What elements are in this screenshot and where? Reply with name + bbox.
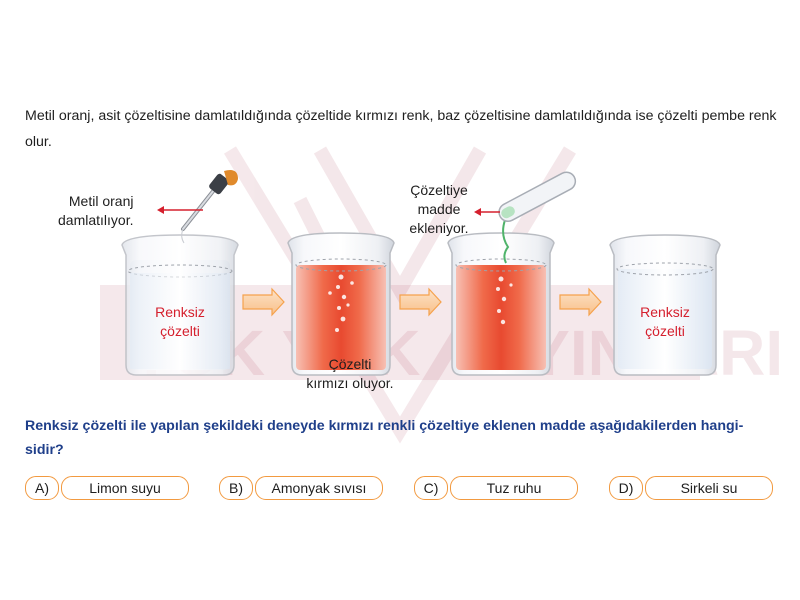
label-added-line-3: ekleniyor.: [409, 220, 469, 236]
option-d-letter[interactable]: D): [609, 476, 643, 500]
figure-drawing: [121, 170, 721, 376]
beaker-1: [121, 234, 239, 376]
option-c-letter[interactable]: C): [414, 476, 448, 500]
flow-arrow-2: [399, 287, 442, 317]
option-a-text[interactable]: Limon suyu: [61, 476, 189, 500]
option-b-text[interactable]: Amonyak sıvısı: [255, 476, 383, 500]
answer-options: A) Limon suyu B) Amonyak sıvısı C) Tuz r…: [25, 476, 785, 500]
beaker-1-text: Renksiz çözelti: [140, 303, 220, 341]
label-added-line-1: Çözeltiye: [410, 182, 468, 198]
label-dropper: Metil oranj damlatılıyor.: [58, 192, 133, 230]
beaker-4-text-line-1: Renksiz: [640, 304, 690, 320]
option-c-text[interactable]: Tuz ruhu: [450, 476, 578, 500]
label-red-line-1: Çözelti: [328, 356, 372, 372]
test-tube-icon: [498, 171, 577, 222]
label-dropper-line-1: Metil oranj: [68, 193, 134, 209]
label-red: Çözelti kırmızı oluyor.: [290, 355, 410, 393]
beaker-4-text-line-2: çözelti: [645, 323, 685, 339]
option-b-letter[interactable]: B): [219, 476, 253, 500]
label-added: Çözeltiye madde ekleniyor.: [405, 181, 473, 238]
beaker-4: [609, 234, 721, 376]
beaker-1-text-line-1: Renksiz: [155, 304, 205, 320]
beaker-4-text: Renksiz çözelti: [625, 303, 705, 341]
beaker-1-text-line-2: çözelti: [160, 323, 200, 339]
experiment-figure: Metil oranj damlatılıyor. Çözeltiye madd…: [0, 165, 800, 405]
flow-arrow-3: [559, 287, 602, 317]
beaker-2: [287, 232, 395, 376]
option-d-text[interactable]: Sirkeli su: [645, 476, 773, 500]
flow-arrow-1: [242, 287, 285, 317]
question-text: Renksiz çözelti ile yapılan şekildeki de…: [25, 418, 744, 458]
label-dropper-line-2: damlatılıyor.: [58, 212, 134, 228]
label-red-line-2: kırmızı oluyor.: [306, 375, 394, 391]
dropper-icon: [181, 170, 238, 244]
option-a-letter[interactable]: A): [25, 476, 59, 500]
intro-text: Metil oranj, asit çözeltisine damlatıldı…: [25, 108, 777, 150]
label-added-line-2: madde: [417, 201, 461, 217]
beaker-3: [447, 219, 555, 376]
